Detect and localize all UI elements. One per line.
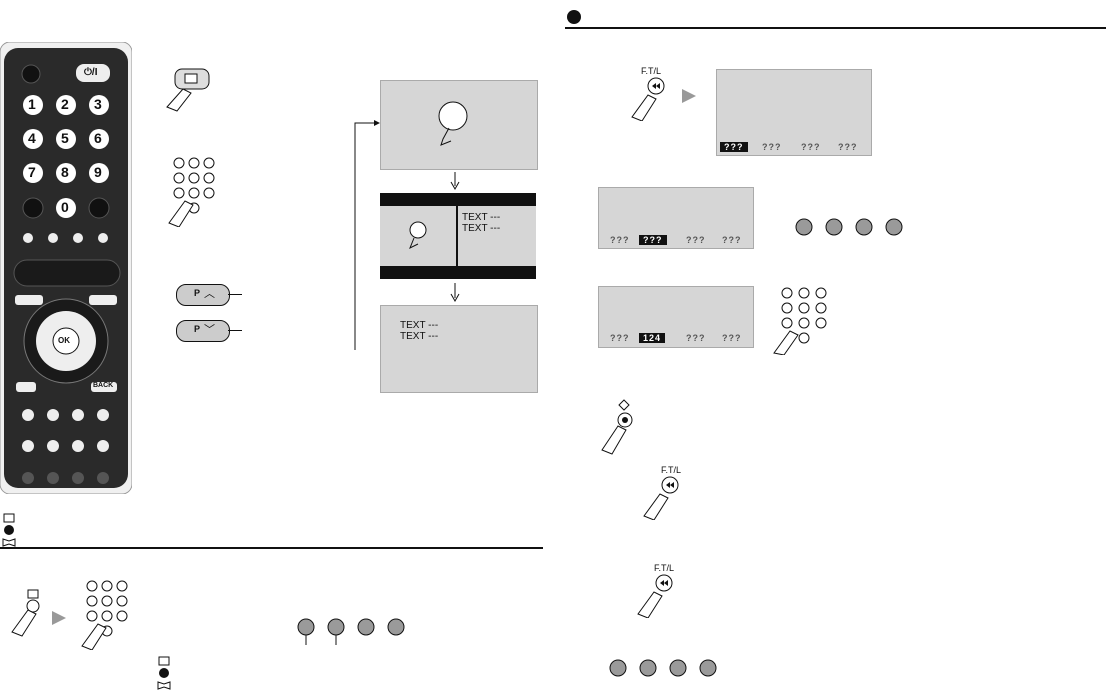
hand-teletext-icon xyxy=(163,67,213,117)
remote-digit-7[interactable]: 7 xyxy=(28,164,36,180)
tv-screen-tabs-2 xyxy=(598,187,754,249)
tab-2-4[interactable]: ??? xyxy=(722,235,742,245)
tab-1-4[interactable]: ??? xyxy=(838,142,858,152)
tab-3-2[interactable]: 124 xyxy=(639,333,666,343)
remote-digit-6[interactable]: 6 xyxy=(94,130,102,146)
hand-keypad-icon xyxy=(167,155,227,232)
ftl-label-1: F.T/L xyxy=(641,66,662,76)
arrow-right-icon-2 xyxy=(682,89,696,103)
remote-control xyxy=(0,41,133,495)
remote-digit-1[interactable]: 1 xyxy=(28,96,36,112)
ftl-label-3: F.T/L xyxy=(654,563,675,573)
hand-subpage-icon xyxy=(10,588,58,643)
tv-screen-picture xyxy=(380,80,538,170)
tv-screen-tabs-1 xyxy=(716,69,872,156)
ftl-label-2: F.T/L xyxy=(661,465,682,475)
tab-2-1[interactable]: ??? xyxy=(610,235,630,245)
tab-2-2[interactable]: ??? xyxy=(639,235,667,245)
tab-1-2[interactable]: ??? xyxy=(762,142,782,152)
tv-screen-text xyxy=(380,305,538,393)
left-section-rule xyxy=(0,547,543,549)
remote-digit-8[interactable]: 8 xyxy=(61,164,69,180)
rewind-badge-icon xyxy=(567,10,581,24)
p-up-button[interactable] xyxy=(176,284,230,306)
right-section-rule xyxy=(565,27,1106,29)
tab-3-1[interactable]: ??? xyxy=(610,333,630,343)
tab-1-3[interactable]: ??? xyxy=(801,142,821,152)
colour-buttons-left[interactable] xyxy=(296,617,406,652)
subpage-icons xyxy=(2,513,16,552)
remote-back-label[interactable]: BACK xyxy=(93,382,114,389)
p-up-label: P xyxy=(194,288,201,298)
chevron-up-icon: ︿ xyxy=(204,288,215,300)
remote-digit-5[interactable]: 5 xyxy=(61,130,69,146)
subpage-icons-2 xyxy=(157,656,171,695)
p-down-label: P xyxy=(194,324,201,334)
p-down-button[interactable] xyxy=(176,320,230,342)
tv-screen-tabs-3 xyxy=(598,286,754,348)
chevron-down-icon: ﹀ xyxy=(204,324,215,336)
arrow-right-icon xyxy=(52,611,66,625)
hand-ftl-icon-1 xyxy=(630,77,676,126)
remote-digit-0[interactable]: 0 xyxy=(61,199,69,215)
tab-2-3[interactable]: ??? xyxy=(686,235,706,245)
remote-digit-2[interactable]: 2 xyxy=(61,96,69,112)
colour-buttons-right-1[interactable] xyxy=(794,217,904,244)
remote-digit-3[interactable]: 3 xyxy=(94,96,102,112)
remote-digit-9[interactable]: 9 xyxy=(94,164,102,180)
split-text-line-2: TEXT --- xyxy=(462,223,501,234)
hand-keypad-icon-2 xyxy=(80,578,140,655)
hand-keypad-icon-3 xyxy=(772,283,832,360)
text-screen-line-1: TEXT --- xyxy=(400,320,439,331)
tab-3-4[interactable]: ??? xyxy=(722,333,742,343)
tab-1-1[interactable]: ??? xyxy=(720,142,748,152)
remote-power-label: ⏻/I xyxy=(84,67,98,78)
hand-ftl-icon-2 xyxy=(640,476,686,525)
colour-buttons-right-2[interactable] xyxy=(608,658,718,685)
hand-ftl-icon-3 xyxy=(634,574,680,623)
tab-3-3[interactable]: ??? xyxy=(686,333,706,343)
remote-ok-label[interactable]: OK xyxy=(58,336,70,345)
tv-screen-split xyxy=(380,193,536,279)
hand-hold-icon xyxy=(600,398,640,461)
flow-arrows xyxy=(350,120,470,361)
split-text-line-1: TEXT --- xyxy=(462,212,501,223)
text-screen-line-2: TEXT --- xyxy=(400,331,439,342)
remote-digit-4[interactable]: 4 xyxy=(28,130,36,146)
